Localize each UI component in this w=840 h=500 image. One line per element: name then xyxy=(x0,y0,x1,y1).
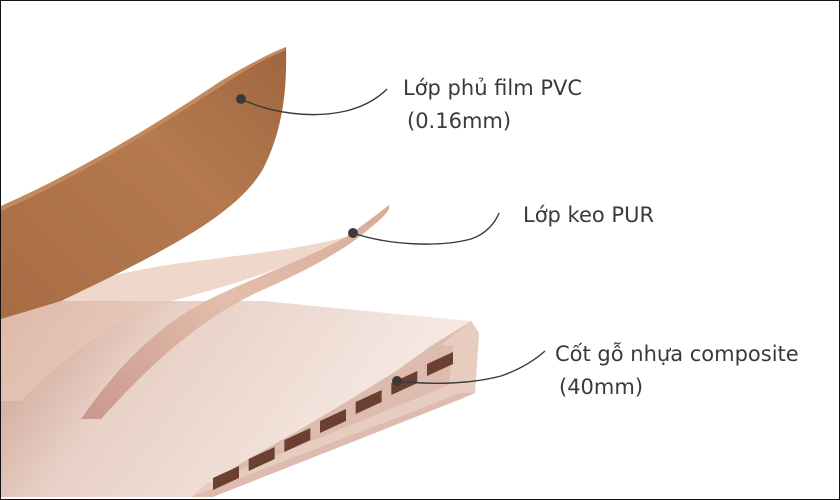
leader-dot-core xyxy=(392,376,402,386)
core-cell-hole xyxy=(213,466,239,490)
leader-dot-pvc xyxy=(236,94,246,104)
core-board xyxy=(1,301,479,497)
label-pvc-film: Lớp phủ film PVC (0.16mm) xyxy=(403,78,582,132)
pur-glue-layer-shadow xyxy=(1,237,346,401)
leader-dots xyxy=(236,94,402,386)
label-pvc-film-thickness: (0.16mm) xyxy=(407,109,512,133)
core-cell-hole xyxy=(284,428,311,452)
label-composite-core-name: Cốt gỗ nhựa composite xyxy=(555,342,799,366)
label-pvc-film-name: Lớp phủ film PVC xyxy=(403,76,583,100)
core-cell-hole xyxy=(248,447,275,471)
leader-dot-pur xyxy=(348,228,358,238)
pvc-film-edge xyxy=(1,47,286,211)
label-composite-core-thickness: (40mm) xyxy=(559,375,644,399)
pvc-film-layer xyxy=(1,47,287,319)
label-pur-glue-name: Lớp keo PUR xyxy=(523,203,655,227)
leader-line-pvc xyxy=(240,88,388,116)
leader-lines xyxy=(240,88,546,384)
pur-glue-layer xyxy=(81,205,390,419)
core-cell-hole xyxy=(427,352,453,376)
core-cell-hole xyxy=(355,390,382,414)
core-cell-hole xyxy=(320,409,346,433)
core-cell-hole xyxy=(391,371,418,395)
leader-line-core xyxy=(396,350,546,384)
core-board-top xyxy=(1,301,471,497)
label-pur-glue: Lớp keo PUR xyxy=(523,205,654,226)
leader-line-pur xyxy=(352,212,500,245)
label-composite-core: Cốt gỗ nhựa composite (40mm) xyxy=(555,344,799,398)
core-cells xyxy=(213,352,453,490)
